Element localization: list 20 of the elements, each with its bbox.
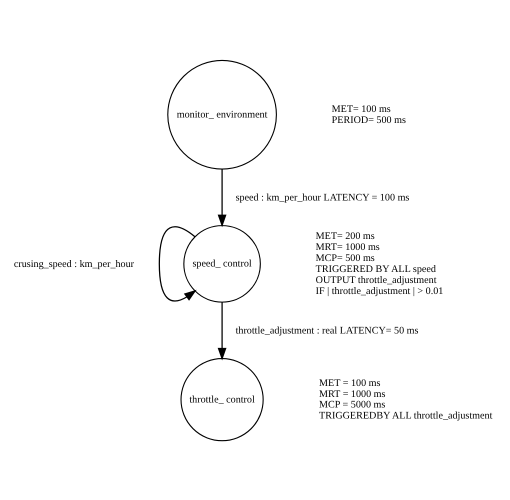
node-label: MCP = 5000 ms: [319, 399, 386, 410]
node-label: MRT = 1000 ms: [319, 388, 386, 400]
arrow: [218, 302, 227, 360]
node-circle: throttle_ control: [180, 358, 264, 441]
edge-label: throttle_adjustment : real LATENCY= 50 ms: [236, 324, 418, 336]
edge-label: speed : km_per_hour LATENCY = 100 ms: [236, 192, 410, 203]
node-label: OUTPUT throttle_adjustment: [316, 274, 437, 286]
node-label: PERIOD= 500 ms: [332, 114, 406, 126]
node-label: MET= 200 ms: [316, 230, 375, 242]
node-label: MCP= 500 ms: [316, 252, 375, 264]
node-label: TRIGGERED BY ALL speed: [316, 263, 436, 274]
arrow: [218, 168, 227, 227]
edge-label: crusing_speed : km_per_hour: [14, 258, 134, 270]
node-label: IF | throttle_adjustment | > 0.01: [316, 285, 444, 296]
node-label: MET= 100 ms: [332, 103, 391, 114]
node-label: MRT= 1000 ms: [316, 242, 380, 253]
arrow: [158, 226, 197, 302]
node-circle: monitor_ environment: [167, 59, 277, 170]
node-label: MET = 100 ms: [319, 377, 380, 388]
node-label: TRIGGEREDBY ALL throttle_adjustment: [319, 410, 492, 422]
